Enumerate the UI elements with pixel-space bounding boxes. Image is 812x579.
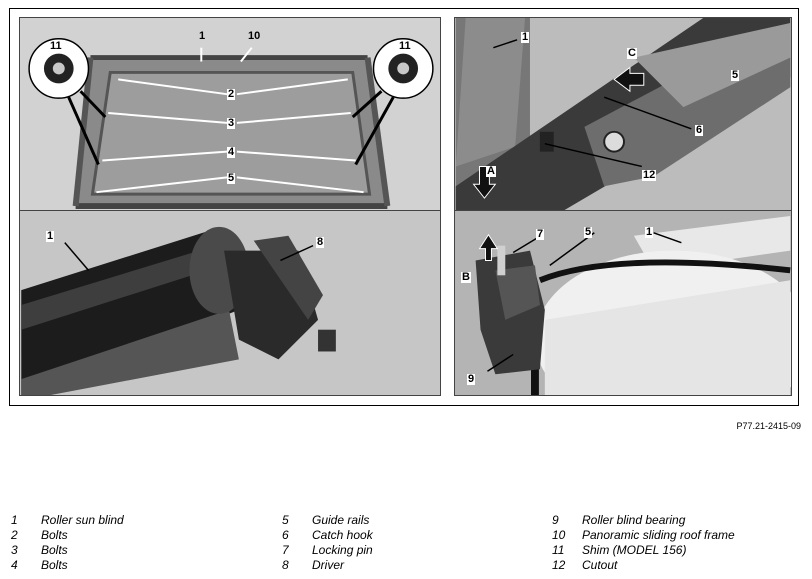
legend-number: 7 [282, 543, 289, 557]
legend-text: Driver [312, 558, 344, 572]
callout-br-5: 5 [584, 226, 593, 238]
legend-number: 2 [11, 528, 18, 542]
legend-item: 6 Catch hook [282, 528, 532, 543]
legend-number: 3 [11, 543, 18, 557]
legend-number: 12 [552, 558, 566, 572]
legend-text: Roller sun blind [41, 513, 124, 527]
legend-item: 9 Roller blind bearing [552, 513, 807, 528]
legend-number: 10 [552, 528, 566, 542]
photo-roller-blind-bearing: 7 5 1 B 9 [454, 210, 792, 396]
figure-frame: 1 10 11 11 2 3 4 5 1 C 5 6 A [9, 8, 799, 406]
legend-number: 11 [552, 543, 565, 557]
legend-item: 4 Bolts [11, 558, 261, 573]
legend-number: 5 [282, 513, 289, 527]
legend-item: 8 Driver [282, 558, 532, 573]
callout-tl-3: 3 [227, 117, 236, 129]
callout-br-7: 7 [536, 228, 545, 240]
callout-bl-1: 1 [46, 230, 55, 242]
callout-bl-8: 8 [316, 236, 325, 248]
legend-text: Bolts [41, 558, 68, 572]
legend-item: 11 Shim (MODEL 156) [552, 543, 807, 558]
photo-roller-blind-driver: 1 8 [19, 210, 441, 396]
callout-br-9: 9 [467, 373, 476, 385]
callout-tr-c: C [627, 47, 637, 59]
legend-text: Shim (MODEL 156) [582, 543, 687, 557]
callout-tr-5: 5 [731, 69, 740, 81]
guide-rail-illustration [455, 18, 791, 210]
legend-item: 3 Bolts [11, 543, 261, 558]
legend-number: 8 [282, 558, 289, 572]
roof-frame-illustration [28, 38, 434, 210]
legend-text: Catch hook [312, 528, 373, 542]
bearing-illustration [475, 215, 791, 395]
legend-number: 1 [11, 513, 18, 527]
legend-number: 4 [11, 558, 18, 572]
legend-text: Bolts [41, 543, 68, 557]
figure-reference: P77.21-2415-09 [736, 421, 801, 431]
legend-text: Roller blind bearing [582, 513, 686, 527]
photo-roof-frame: 1 10 11 11 2 3 4 5 [19, 17, 441, 211]
callout-tl-4: 4 [227, 146, 236, 158]
callout-tl-2: 2 [227, 88, 236, 100]
callout-tl-1: 1 [199, 30, 206, 42]
legend-text: Panoramic sliding roof frame [582, 528, 735, 542]
callout-tr-1: 1 [521, 31, 530, 43]
callout-br-1: 1 [645, 226, 654, 238]
callout-tr-6: 6 [695, 124, 704, 136]
legend-item: 7 Locking pin [282, 543, 532, 558]
legend-number: 6 [282, 528, 289, 542]
legend-item: 12 Cutout [552, 558, 807, 573]
callout-tr-a: A [486, 165, 496, 177]
legend-number: 9 [552, 513, 559, 527]
legend-text: Guide rails [312, 513, 370, 527]
roller-blind-illustration [21, 226, 336, 395]
callout-tl-11-right: 11 [398, 40, 412, 52]
callout-tr-12: 12 [642, 169, 657, 181]
legend-item: 10 Panoramic sliding roof frame [552, 528, 807, 543]
legend-item: 2 Bolts [11, 528, 261, 543]
legend-item: 5 Guide rails [282, 513, 532, 528]
legend-item: 1 Roller sun blind [11, 513, 261, 528]
callout-tl-5: 5 [227, 172, 236, 184]
callout-tl-10: 10 [248, 30, 261, 42]
callout-tl-11-left: 11 [49, 40, 63, 52]
legend-text: Cutout [582, 558, 618, 572]
callout-br-b: B [461, 271, 471, 283]
photo-guide-rail-catch-hook: 1 C 5 6 A 12 [454, 17, 792, 211]
legend-text: Locking pin [312, 543, 373, 557]
legend-text: Bolts [41, 528, 68, 542]
